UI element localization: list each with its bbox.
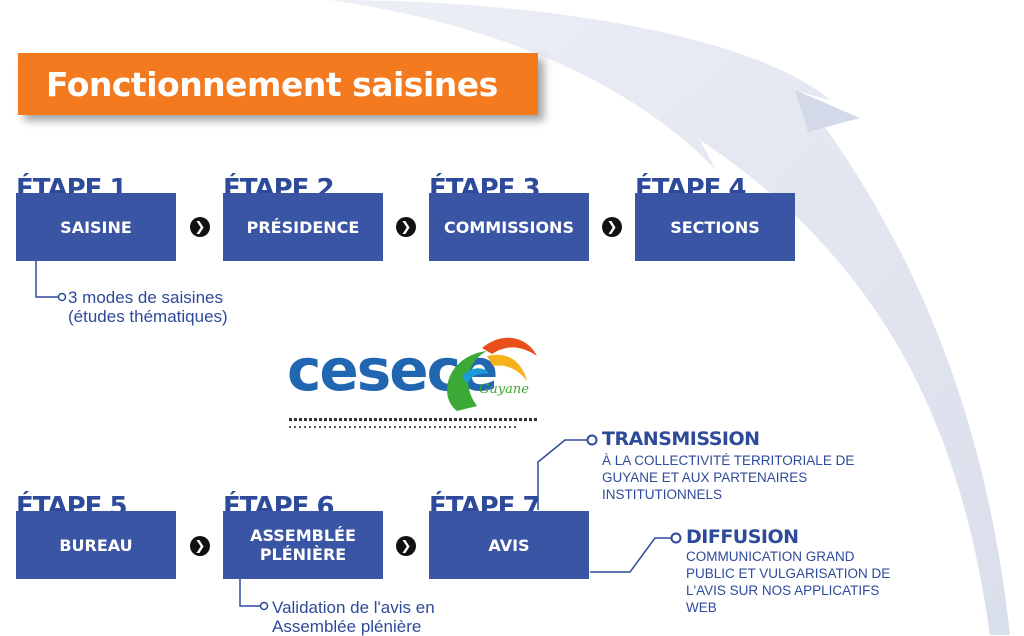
arrow-1-2-icon: ❯ [190,217,210,237]
logo-suffix: Guyane [479,382,529,397]
connector-diffusion [590,537,672,573]
transmission-title: TRANSMISSION [602,428,760,450]
arrow-5-6-icon: ❯ [190,536,210,556]
step-3-box: COMMISSIONS [429,193,589,261]
arrow-2-3-icon: ❯ [396,217,416,237]
transmission-text: À LA COLLECTIVITÉ TERRITORIALE DE GUYANE… [602,452,854,503]
diffusion-line: L'AVIS SUR NOS APPLICATIFS [686,583,880,598]
arrow-6-7-icon: ❯ [396,536,416,556]
cesecg-logo: cesece Guyane [287,326,543,438]
step-1-box: SAISINE [16,193,176,261]
connector-saisine-note [35,260,60,298]
saisine-note-line1: 3 modes de saisines [68,288,223,307]
saisine-note: 3 modes de saisines (études thématiques) [68,288,228,326]
step-5-box: BUREAU [16,511,176,579]
diffusion-line: WEB [686,600,717,615]
assemblee-note-line2: Assemblée plénière [272,617,422,636]
transmission-line: INSTITUTIONNELS [602,487,723,502]
transmission-line: À LA COLLECTIVITÉ TERRITORIALE DE [602,453,855,468]
diffusion-title: DIFFUSION [686,526,799,548]
logo-emblem-icon [447,337,537,411]
assemblee-note-line1: Validation de l'avis en [272,598,435,617]
step-7-box: AVIS [429,511,589,579]
step-6-box: ASSEMBLÉE PLÉNIÈRE [223,511,383,579]
diffusion-line: COMMUNICATION GRAND [686,549,855,564]
diffusion-text: COMMUNICATION GRAND PUBLIC ET VULGARISAT… [686,548,890,616]
arrow-3-4-icon: ❯ [602,217,622,237]
connector-assemblee-note [239,578,262,607]
saisine-note-line2: (études thématiques) [68,307,228,326]
connector-transmission [537,439,588,510]
title-banner: Fonctionnement saisines [18,53,538,115]
transmission-line: GUYANE ET AUX PARTENAIRES [602,470,808,485]
assemblee-note: Validation de l'avis en Assemblée pléniè… [272,598,435,636]
step-4-box: SECTIONS [635,193,795,261]
diffusion-line: PUBLIC ET VULGARISATION DE [686,566,891,581]
step-2-box: PRÉSIDENCE [223,193,383,261]
page-title: Fonctionnement saisines [46,64,498,104]
